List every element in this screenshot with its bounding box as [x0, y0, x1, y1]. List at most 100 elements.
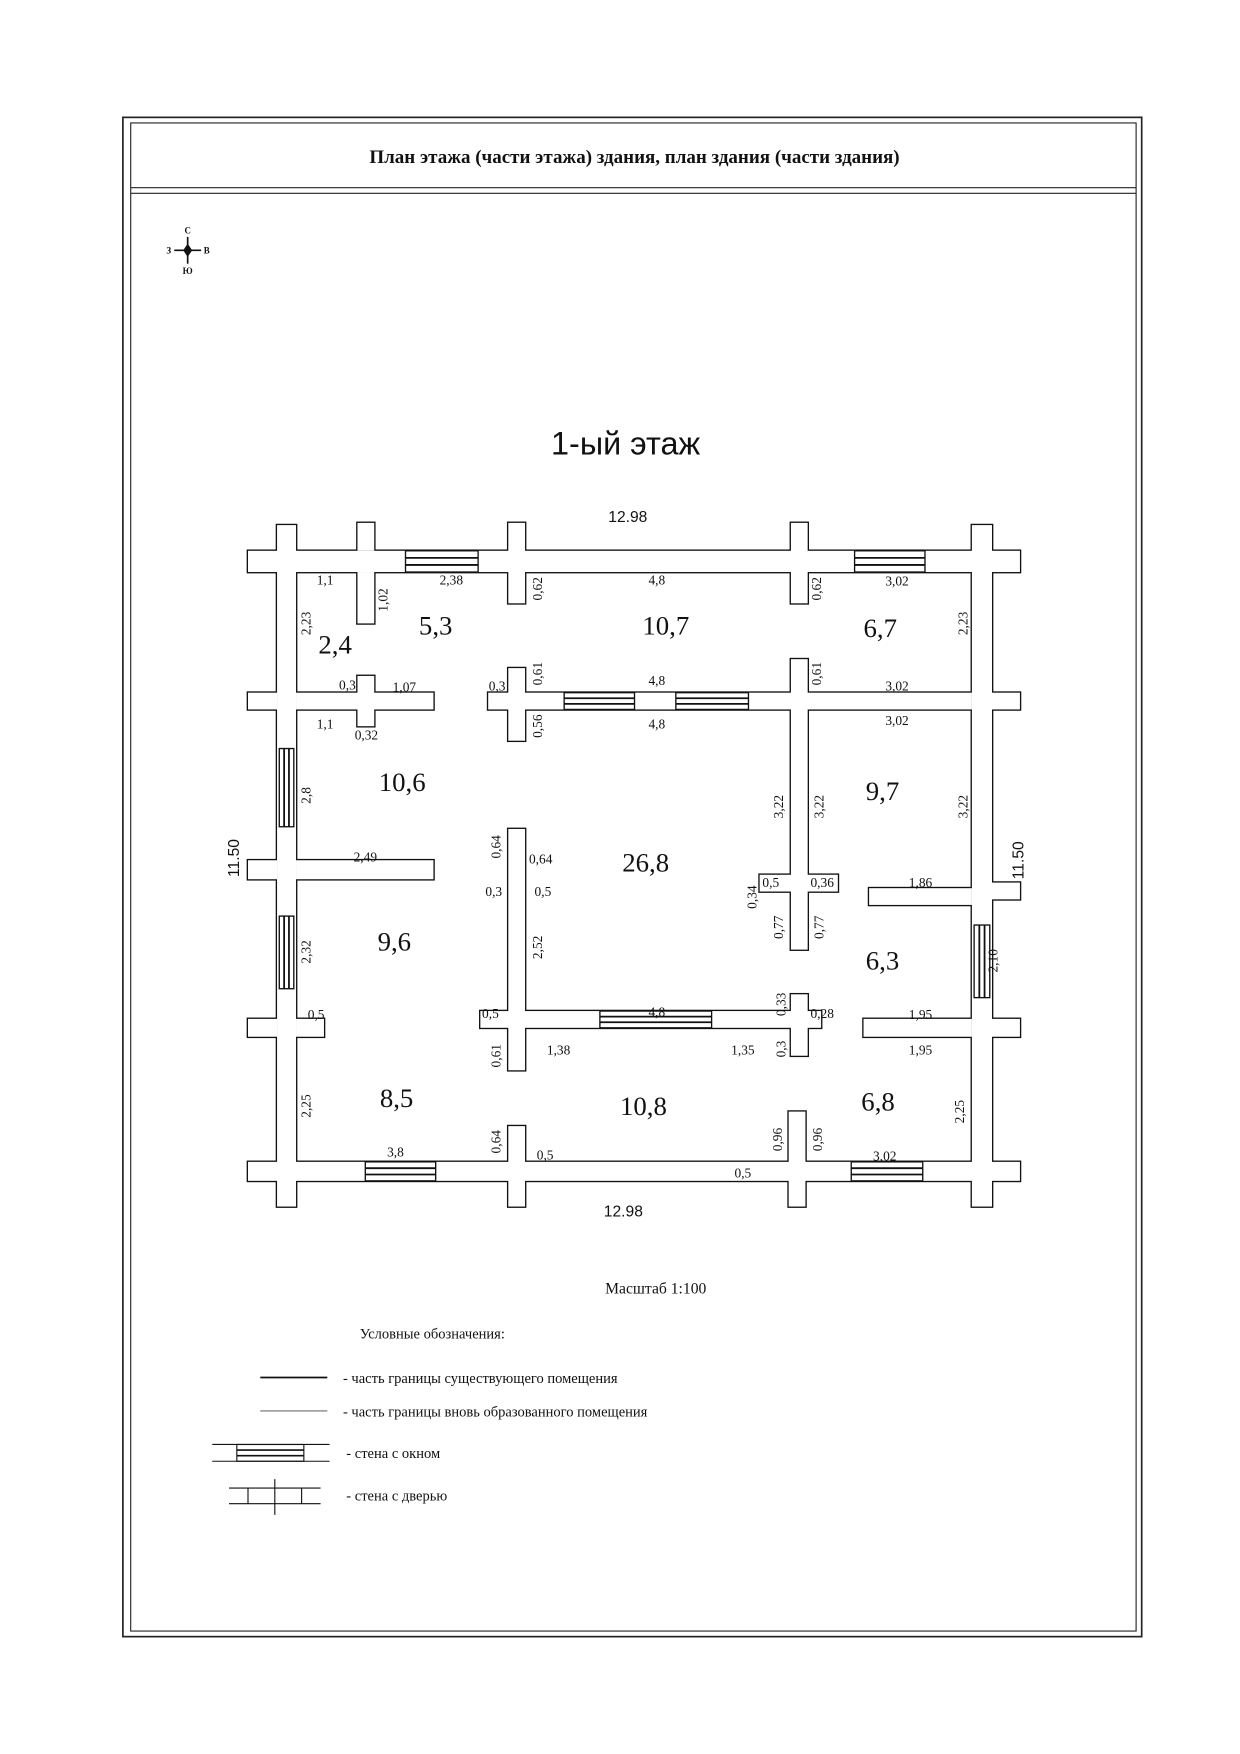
compass-s: Ю	[183, 266, 193, 276]
room-area-label: 6,8	[861, 1086, 895, 1116]
legend-item: - часть границы вновь образованного поме…	[343, 1405, 648, 1421]
dimension-label: 4,8	[648, 1005, 665, 1020]
window	[364, 1161, 437, 1182]
dimension-label: 2,8	[299, 787, 314, 804]
dimension-label: 4,8	[648, 572, 665, 587]
wall	[992, 692, 1020, 710]
dimension-label: 4,8	[648, 673, 665, 688]
dimension-label: 1,02	[376, 588, 391, 611]
dimension-label: 0,64	[488, 835, 503, 859]
room-area-label: 2,4	[318, 630, 352, 660]
room-area-label: 10,7	[642, 611, 689, 641]
dimension-label: 0,62	[530, 577, 545, 600]
wall	[357, 572, 375, 624]
dimension-label: 11.50	[1010, 841, 1027, 879]
room-area-label: 6,7	[864, 613, 898, 643]
dimension-label: 0,5	[535, 884, 552, 899]
dimension-label: 12.98	[608, 509, 647, 526]
wall	[277, 525, 297, 1207]
legend-title: Условные обозначения:	[360, 1326, 505, 1342]
windows	[278, 550, 991, 1182]
dimension-label: 3,02	[873, 1149, 896, 1164]
dimension-label: 3,22	[811, 795, 826, 818]
room-area-label: 6,3	[866, 946, 900, 976]
dimension-label: 1,95	[909, 1043, 933, 1058]
dimension-label: 1,1	[317, 572, 334, 587]
compass-icon: С Ю З В	[166, 226, 209, 276]
dimension-label: 12.98	[604, 1204, 643, 1221]
dimension-label: 0,77	[811, 915, 826, 939]
dimension-label: 2,52	[530, 936, 545, 959]
window	[278, 747, 295, 828]
wall	[508, 828, 526, 1071]
compass-w: З	[166, 246, 171, 256]
wall	[759, 874, 838, 892]
dimension-label: 0,3	[773, 1040, 788, 1057]
legend-item: - часть границы существующего помещения	[343, 1371, 618, 1387]
room-area-label: 9,6	[378, 927, 412, 957]
page-frame	[122, 116, 1143, 1638]
legend-door-symbol	[229, 1479, 321, 1515]
wall	[508, 522, 526, 604]
wall	[790, 659, 808, 950]
dimension-label: 0,77	[771, 915, 786, 939]
dimension-label: 3,02	[885, 713, 908, 728]
dimension-label: 2,23	[955, 611, 970, 635]
scale-label: Масштаб 1:100	[605, 1281, 706, 1298]
dimension-label: 0,56	[530, 714, 545, 738]
wall	[296, 860, 434, 880]
dimension-label: 1,38	[547, 1043, 571, 1058]
dimension-label: 3,22	[955, 795, 970, 818]
wall	[508, 1126, 526, 1207]
dimension-label: 0,96	[770, 1128, 785, 1152]
dimension-label: 0,5	[482, 1006, 499, 1021]
dimension-label: 2,49	[354, 849, 378, 864]
room-area-label: 8,5	[380, 1083, 414, 1113]
window	[853, 550, 926, 573]
window	[599, 1010, 713, 1029]
dimension-label: 2,10	[986, 949, 1001, 973]
wall	[248, 1161, 1020, 1181]
dimension-label: 2,25	[299, 1094, 314, 1118]
dimension-label: 0,61	[809, 662, 824, 685]
dimension-label: 0,5	[762, 875, 779, 890]
wall	[992, 882, 1020, 900]
window	[675, 692, 750, 711]
dimension-label: 0,5	[735, 1166, 752, 1181]
wall	[296, 1018, 324, 1037]
dimension-label: 0,36	[810, 875, 834, 890]
wall	[790, 522, 808, 604]
room-area-label: 5,3	[419, 611, 453, 641]
wall	[863, 1018, 972, 1037]
legend: Условные обозначения: - часть границы су…	[212, 1326, 648, 1515]
dimension-label: 1,95	[909, 1007, 933, 1022]
room-area-label: 10,8	[620, 1091, 667, 1121]
header-title: План этажа (части этажа) здания, план зд…	[369, 147, 899, 168]
legend-item: - стена с дверью	[346, 1488, 447, 1504]
dimension-label: 2,32	[299, 940, 314, 963]
dimension-label: 0,3	[485, 884, 502, 899]
dimension-label: 3,02	[885, 678, 908, 693]
wall	[790, 994, 808, 1056]
dimension-label: 0,5	[537, 1148, 554, 1163]
walls	[248, 522, 1020, 1207]
dimension-label: 0,96	[810, 1128, 825, 1152]
dimension-label: 0,5	[308, 1007, 325, 1022]
room-area-label: 10,6	[379, 767, 426, 797]
dimension-label: 2,25	[952, 1100, 967, 1124]
dimension-label: 0,62	[809, 577, 824, 600]
compass-e: В	[204, 246, 210, 256]
dimension-label: 1,35	[731, 1043, 755, 1058]
wall	[508, 668, 526, 741]
compass-n: С	[184, 226, 190, 236]
room-area-label: 26,8	[622, 847, 669, 877]
legend-window-symbol	[212, 1443, 330, 1462]
dimension-label: 1,86	[909, 875, 933, 890]
window	[563, 692, 636, 711]
legend-item: - стена с окном	[346, 1446, 440, 1462]
dimension-label: 1,1	[317, 716, 334, 731]
dimension-label: 0,3	[489, 678, 506, 693]
